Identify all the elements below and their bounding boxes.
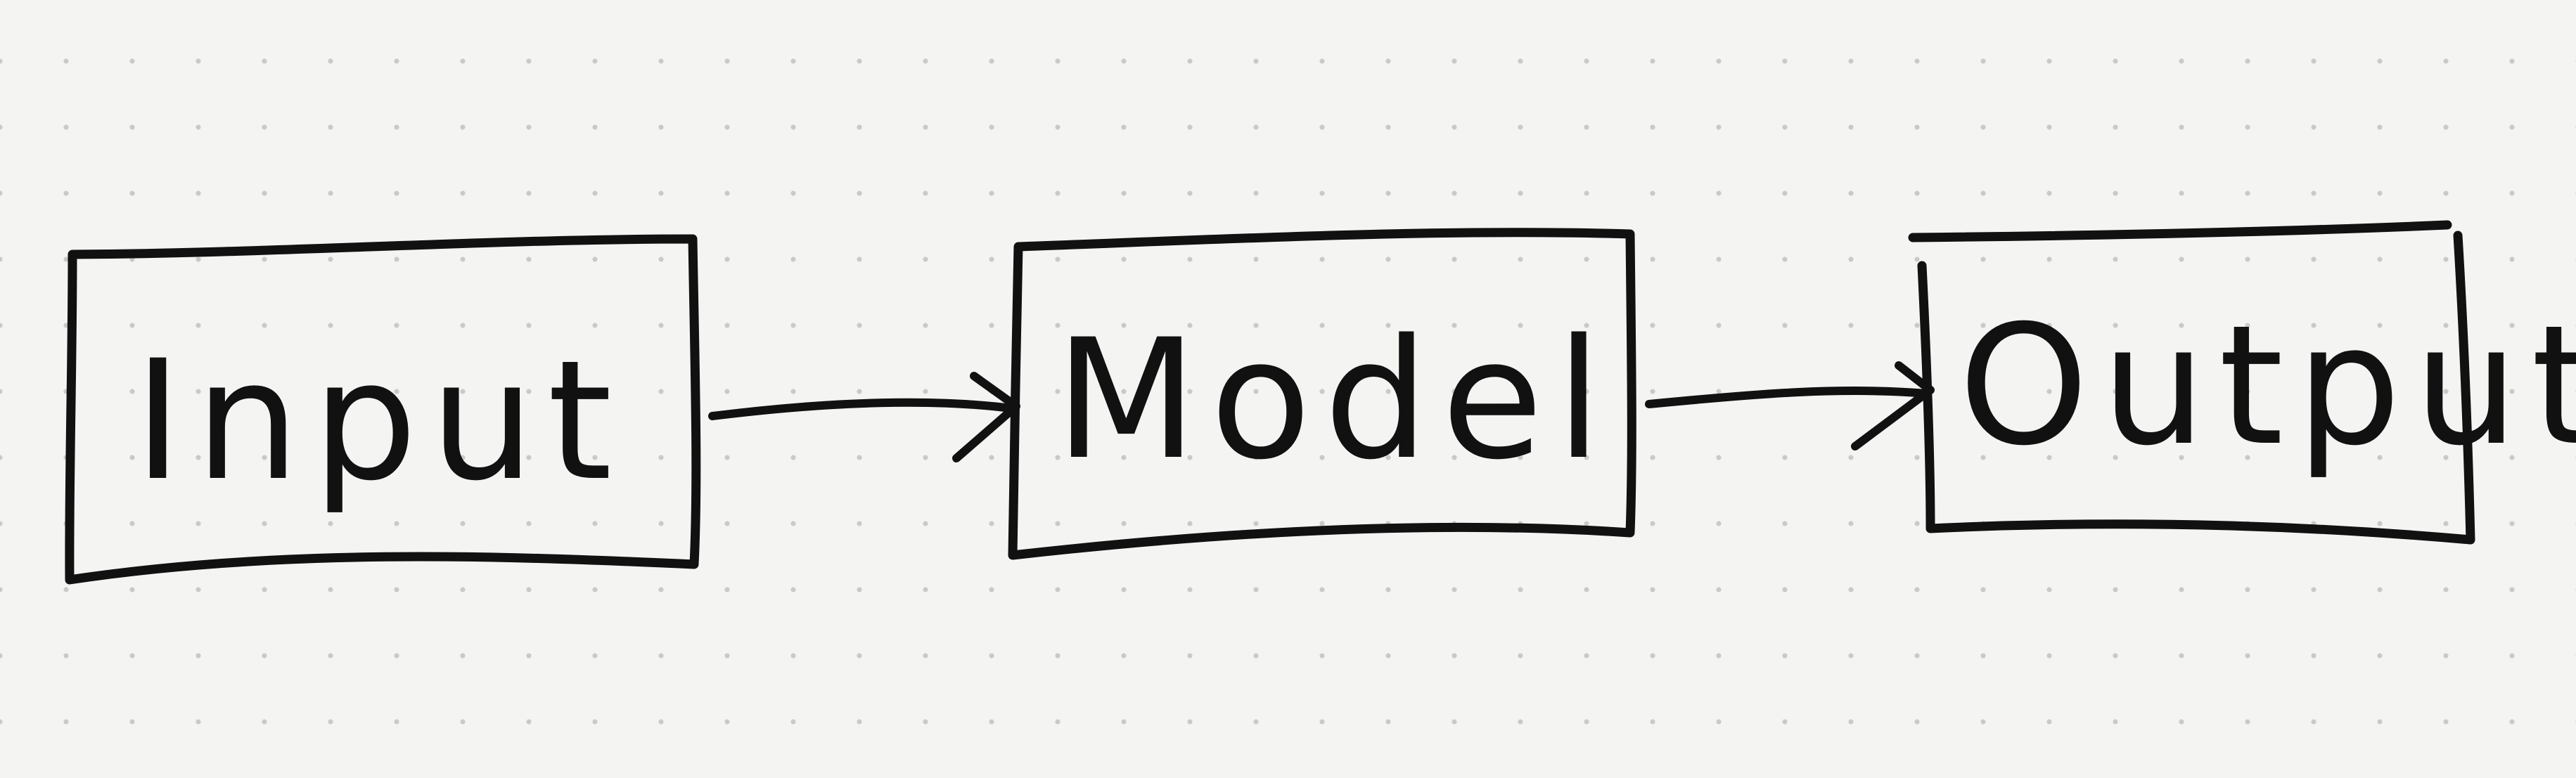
edge-input-to-model	[708, 372, 1020, 462]
node-output-box	[1908, 220, 2452, 242]
edge-input-to-model-shaft	[708, 398, 1010, 420]
node-model-label: Model	[1055, 304, 1615, 496]
node-model-box	[1008, 228, 1636, 560]
node-input-label: Input	[134, 325, 625, 517]
edge-input-to-model-arrowhead	[952, 372, 1020, 462]
node-output-label: Output	[1959, 290, 2576, 482]
node-input: Input	[65, 234, 701, 585]
edge-model-to-output	[1645, 361, 1935, 450]
node-output: Output	[1908, 220, 2576, 545]
node-input-box	[65, 234, 701, 585]
node-output-box-sides	[1917, 231, 2475, 545]
edge-model-to-output-shaft	[1645, 386, 1931, 408]
edge-model-to-output-arrowhead	[1851, 361, 1935, 450]
node-model: Model	[1008, 228, 1636, 560]
